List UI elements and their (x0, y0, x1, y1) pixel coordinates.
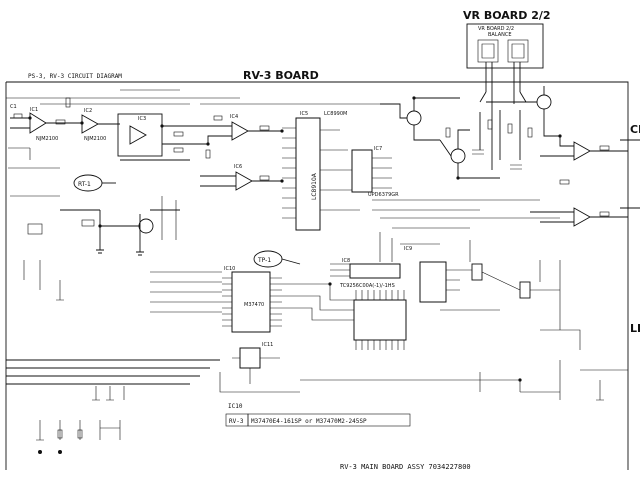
lc8910a-vertical-label: LC8910A (311, 172, 318, 200)
ic10-microcontroller: IC10 M37470 (150, 266, 354, 333)
right-output-opamps: Ch LE (530, 123, 640, 335)
ic5-lc8990-chip: IC5 LC8990M LC8910A (282, 111, 360, 231)
tp1-callout: TP-1 (253, 250, 301, 268)
ic5-part-label: LC8990M (324, 111, 347, 117)
ic9-tuner-chip: IC8 IC9 TC9256C00A(-1)/-1HS (330, 232, 440, 350)
ic2-part-label: NJM2100 (84, 136, 106, 142)
crystal-oscillator-block (419, 240, 561, 330)
output-transistor-cluster (380, 86, 560, 179)
ic7-label: IC7 (374, 146, 382, 152)
ic6-label: IC6 (234, 164, 242, 170)
board-outline (5, 81, 629, 470)
le-edge-label: LE (630, 322, 640, 335)
ic10-rv3-label: RV-3 (229, 418, 244, 425)
input-opamp-stage: C1 NJM2100 NJM2100 IC1 IC2 (8, 97, 120, 169)
assembly-name: RV-3 MAIN BOARD ASSY 7034227800 (340, 463, 471, 471)
ic10-variant-box: RV-3 M37470E4-161SP or M37470M2-245SP (225, 413, 411, 427)
middle-signal-bus (372, 199, 560, 229)
tp1-callout-label: TP-1 (257, 257, 271, 264)
ic3-opamp-block: IC3 (105, 113, 196, 161)
ic7-part-label: UPD6379GR (368, 192, 399, 198)
ic3-label: IC3 (138, 116, 146, 122)
diagram-reference-label: PS-3, RV-3 CIRCUIT DIAGRAM (28, 73, 122, 80)
ic1-label: IC1 (30, 107, 38, 113)
ic10-footer-label: IC10 (228, 403, 243, 410)
filter-section (10, 195, 180, 256)
ic4-label: IC4 (230, 114, 238, 120)
vr-board-sublabel: VR BOARD 2/2 (478, 26, 514, 32)
lower-left-signal-lines (6, 260, 220, 454)
ic11-chip: IC11 (232, 342, 280, 384)
ic8-label: IC8 (342, 258, 350, 264)
ic11-label: IC11 (262, 342, 273, 348)
lower-right-signal-lines (219, 329, 628, 401)
ic10-label: IC10 (224, 266, 235, 272)
ic5-label: IC5 (300, 111, 308, 117)
junction-dots (28, 96, 562, 382)
ic2-label: IC2 (84, 108, 92, 114)
svg-text:C1: C1 (10, 104, 17, 110)
balance-label: BALANCE (488, 32, 512, 38)
board-title: RV-3 BOARD (243, 69, 319, 82)
ic9-label: IC9 (404, 246, 412, 252)
vr-board-title: VR BOARD 2/2 (463, 9, 551, 22)
rt1-callout: RT-1 (73, 174, 116, 192)
ch-edge-label: Ch (630, 123, 640, 136)
vr-board-box: VR BOARD 2/2 BALANCE (466, 23, 544, 104)
ic7-chip: IC7 UPD6379GR (351, 146, 399, 198)
ic9-part-label: TC9256C00A(-1)/-1HS (339, 283, 395, 289)
ic10-variant-options: M37470E4-161SP or M37470M2-245SP (251, 418, 367, 425)
top-power-rails (6, 89, 380, 105)
ic1-part-label: NJM2100 (36, 136, 58, 142)
rt1-callout-label: RT-1 (78, 181, 91, 188)
ic10-part-label: M37470 (244, 302, 264, 308)
ic4-ic6-opamp-pair: IC4 IC6 (196, 114, 282, 191)
